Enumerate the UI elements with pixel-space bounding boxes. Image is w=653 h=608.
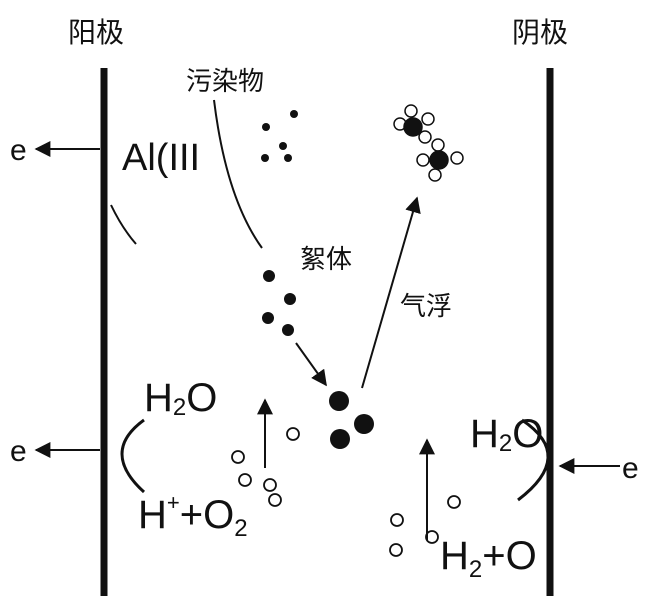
electron-label-cathode: e (622, 452, 639, 485)
floc-arrow (295, 342, 327, 387)
oxygen-bubbles (231, 427, 300, 507)
cathode-products: H2+O (440, 534, 537, 583)
hydrogen-bubbles (389, 495, 461, 557)
aluminum-ion-label: Al(III (122, 137, 200, 179)
flotation-arrow (361, 196, 421, 389)
floated-floc-top (393, 104, 435, 144)
electron-label-mid: e (10, 435, 27, 468)
floc-label: 絮体 (300, 245, 352, 275)
floc-particles (262, 270, 296, 336)
anode-products: H++O2 (138, 490, 248, 542)
floc-cluster (329, 391, 374, 449)
electron-label-top: e (10, 134, 27, 167)
floated-floc-bottom (416, 138, 464, 182)
pollutant-label: 污染物 (186, 67, 264, 97)
flotation-label: 气浮 (400, 292, 452, 322)
anode-label: 阳极 (68, 16, 124, 49)
aluminum-release-curve (110, 204, 137, 245)
anode-reactant-h2o: H2O (144, 376, 217, 421)
pollutant-leader-line (213, 99, 263, 249)
cathode-label: 阴极 (512, 16, 568, 49)
pollutant-particles (261, 110, 298, 162)
cathode-reaction-arc (517, 418, 550, 502)
cathode-reactant-h2o: H2O (470, 412, 543, 457)
anode-reaction-arc (120, 418, 146, 494)
